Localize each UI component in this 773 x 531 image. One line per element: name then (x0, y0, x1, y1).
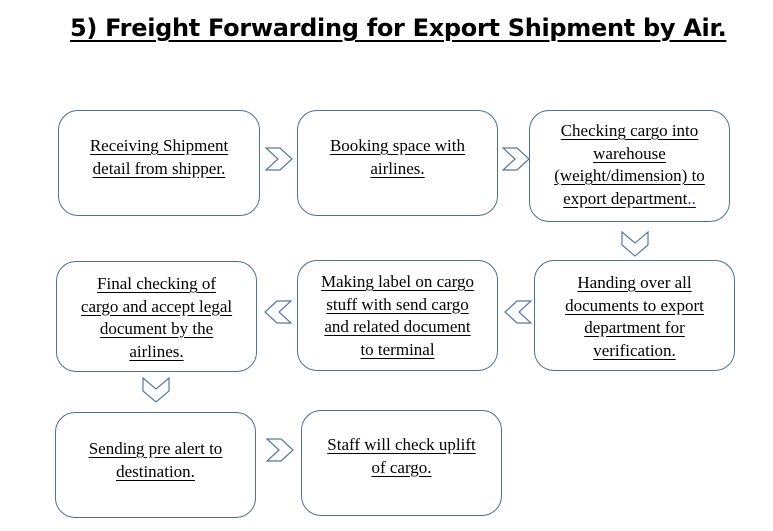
step-box-checking-cargo: Checking cargo into warehouse (weight/di… (529, 110, 730, 222)
step-box-staff-check-uplift: Staff will check uplift of cargo. (301, 410, 502, 516)
step-box-booking-space: Booking space with airlines. (297, 110, 498, 216)
step-box-final-checking: Final checking of cargo and accept legal… (56, 261, 257, 372)
step-box-handing-over-documents: Handing over all documents to export dep… (534, 260, 735, 371)
chevron-down-icon (621, 231, 649, 257)
trailing-dots: .. (687, 188, 696, 208)
step-text: Receiving Shipment detail from shipper. (89, 136, 229, 178)
step-box-making-label: Making label on cargo stuff with send ca… (297, 260, 498, 371)
chevron-left-icon (504, 300, 532, 324)
step-box-receiving-shipment: Receiving Shipment detail from shipper. (58, 110, 260, 216)
chevron-right-icon (502, 147, 530, 171)
step-text: Handing over all documents to export dep… (565, 273, 704, 360)
chevron-right-icon (266, 438, 294, 462)
step-text: Staff will check uplift of cargo. (327, 435, 476, 477)
step-text: Checking cargo into warehouse (weight/di… (554, 121, 705, 208)
chevron-right-icon (265, 147, 293, 171)
step-text: Final checking of cargo and accept legal… (80, 274, 233, 361)
chevron-left-icon (264, 300, 292, 324)
step-text: Making label on cargo stuff with send ca… (320, 272, 475, 359)
step-text: Sending pre alert to destination. (88, 439, 223, 481)
diagram-title: 5) Freight Forwarding for Export Shipmen… (70, 14, 727, 42)
step-text: Booking space with airlines. (329, 136, 466, 178)
chevron-down-icon (142, 377, 170, 403)
step-box-sending-pre-alert: Sending pre alert to destination. (55, 412, 256, 518)
